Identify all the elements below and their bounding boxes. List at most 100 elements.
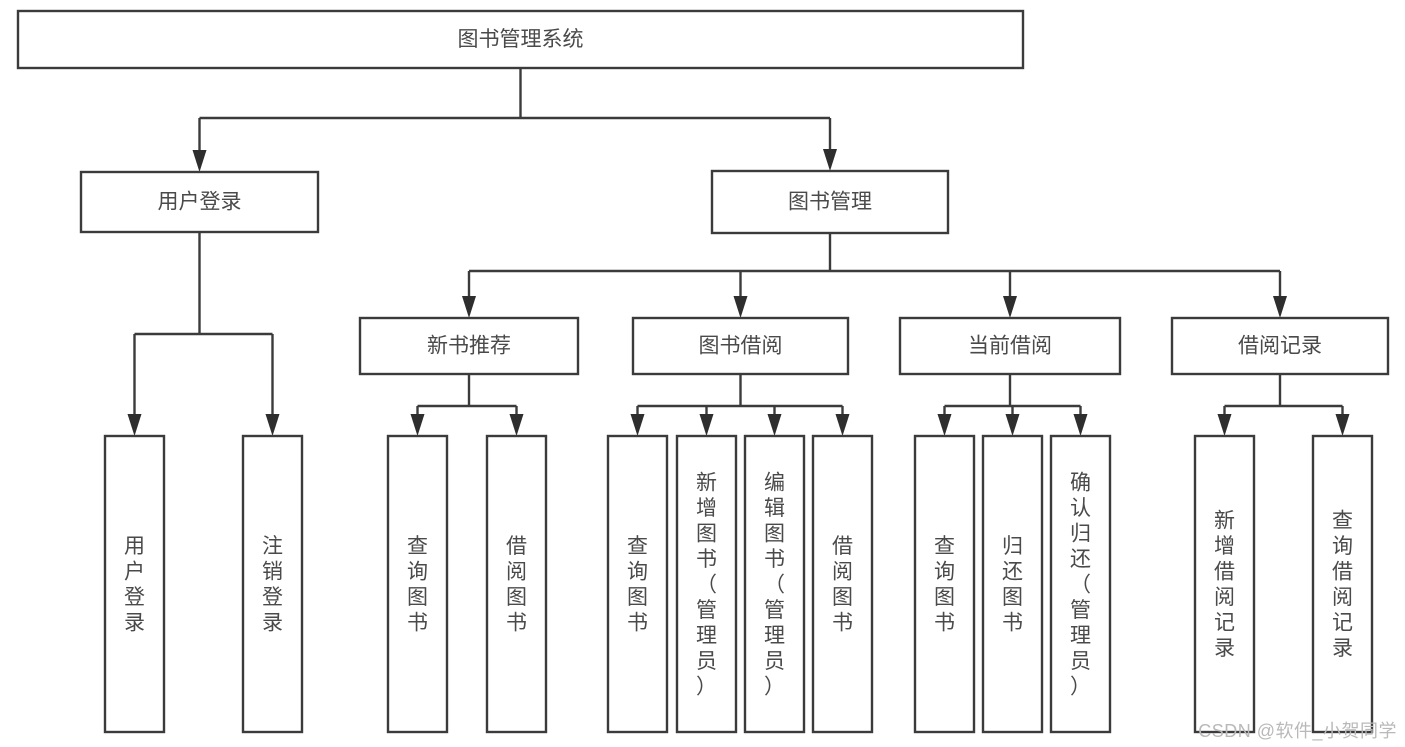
arrow-head-icon bbox=[462, 296, 476, 318]
arrow-head-icon bbox=[767, 414, 782, 436]
node-label-new-book-recommend: 新书推荐 bbox=[427, 335, 511, 358]
node-label-char: 录 bbox=[1332, 637, 1353, 660]
node-box-leaf-borrow-book-1[interactable] bbox=[485, 434, 548, 734]
node-label-char: 理 bbox=[764, 624, 785, 647]
node-box-leaf-query-book-3[interactable] bbox=[913, 434, 976, 734]
arrow-head-icon bbox=[127, 414, 142, 436]
node-label-char: 登 bbox=[262, 586, 283, 609]
node-label-root: 图书管理系统 bbox=[458, 28, 584, 51]
node-label-char: 图 bbox=[832, 586, 853, 609]
node-box-new-book-recommend[interactable] bbox=[358, 316, 580, 376]
node-box-root[interactable] bbox=[16, 9, 1025, 70]
node-box-leaf-edit-book[interactable] bbox=[743, 434, 806, 734]
node-box-leaf-query-book-1[interactable] bbox=[386, 434, 449, 734]
node-label-char: 图 bbox=[407, 586, 428, 609]
node-label-char: 归 bbox=[1002, 535, 1023, 558]
node-label-char: 图 bbox=[627, 586, 648, 609]
node-label-char: 图 bbox=[696, 522, 717, 545]
node-box-leaf-add-book[interactable] bbox=[675, 434, 738, 734]
arrow-head-icon bbox=[835, 414, 850, 436]
node-user-login[interactable]: 用户登录 bbox=[79, 170, 320, 234]
node-label-char: 增 bbox=[1214, 535, 1235, 558]
node-box-leaf-confirm-return[interactable] bbox=[1049, 434, 1112, 734]
node-box-book-manage[interactable] bbox=[710, 169, 950, 235]
node-book-manage[interactable]: 图书管理 bbox=[710, 169, 950, 235]
arrow-head-icon bbox=[823, 149, 837, 171]
node-label-char: 图 bbox=[764, 522, 785, 545]
arrow-head-icon bbox=[265, 414, 280, 436]
node-borrow-record[interactable]: 借阅记录 bbox=[1170, 316, 1390, 376]
node-label-borrow-record: 借阅记录 bbox=[1238, 335, 1322, 358]
arrow-head-icon bbox=[1073, 414, 1088, 436]
node-label-char: 管 bbox=[764, 599, 785, 622]
node-new-book-recommend[interactable]: 新书推荐 bbox=[358, 316, 580, 376]
node-box-book-borrow[interactable] bbox=[631, 316, 850, 376]
node-label-char: 阅 bbox=[1332, 586, 1353, 609]
node-label-char: 询 bbox=[1332, 535, 1353, 558]
node-label-char: 书 bbox=[934, 612, 955, 635]
node-label-char: 询 bbox=[934, 561, 955, 584]
node-label-char: 理 bbox=[696, 624, 717, 647]
node-box-leaf-query-book-2[interactable] bbox=[606, 434, 669, 734]
node-label-char: 编 bbox=[764, 471, 785, 494]
node-box-current-borrow[interactable] bbox=[898, 316, 1122, 376]
node-box-leaf-return-book[interactable] bbox=[981, 434, 1044, 734]
node-label-char: 借 bbox=[1214, 561, 1235, 584]
node-label-char: 登 bbox=[124, 586, 145, 609]
node-label-char: 询 bbox=[407, 561, 428, 584]
node-label-char: 新 bbox=[1214, 510, 1235, 533]
node-label-char: 认 bbox=[1070, 497, 1091, 520]
node-label-char: 借 bbox=[832, 535, 853, 558]
node-label-char: 确 bbox=[1070, 471, 1091, 494]
node-label-char: 增 bbox=[696, 497, 717, 520]
node-label-char: 销 bbox=[262, 561, 283, 584]
node-box-leaf-borrow-book-2[interactable] bbox=[811, 434, 874, 734]
node-label-char: 理 bbox=[1070, 624, 1091, 647]
node-label-book-manage: 图书管理 bbox=[788, 191, 872, 214]
node-label-char: 员 bbox=[696, 650, 717, 673]
arrow-head-icon bbox=[630, 414, 645, 436]
node-current-borrow[interactable]: 当前借阅 bbox=[898, 316, 1122, 376]
node-label-char: 员 bbox=[1070, 650, 1091, 673]
node-label-char: （ bbox=[696, 573, 717, 596]
node-label-char: 阅 bbox=[832, 561, 853, 584]
node-box-leaf-add-record[interactable] bbox=[1193, 434, 1256, 734]
arrow-head-icon bbox=[699, 414, 714, 436]
node-box-user-login[interactable] bbox=[79, 170, 320, 234]
node-label-char: 管 bbox=[1070, 599, 1091, 622]
node-root[interactable]: 图书管理系统 bbox=[16, 9, 1025, 70]
node-label-char: 书 bbox=[832, 612, 853, 635]
connectors-layer bbox=[127, 68, 1350, 436]
node-label-char: 记 bbox=[1332, 612, 1353, 635]
node-box-leaf-query-record[interactable] bbox=[1311, 434, 1374, 734]
node-label-char: （ bbox=[764, 573, 785, 596]
node-label-char: 借 bbox=[506, 535, 527, 558]
node-box-borrow-record[interactable] bbox=[1170, 316, 1390, 376]
node-box-leaf-user-logout[interactable] bbox=[241, 434, 304, 734]
node-box-leaf-user-login[interactable] bbox=[103, 434, 166, 734]
node-label-char: 书 bbox=[407, 612, 428, 635]
arrow-head-icon bbox=[410, 414, 425, 436]
node-label-char: 归 bbox=[1070, 522, 1091, 545]
node-label-char: 查 bbox=[407, 535, 428, 558]
node-book-borrow[interactable]: 图书借阅 bbox=[631, 316, 850, 376]
node-label-book-borrow: 图书借阅 bbox=[699, 335, 783, 358]
node-label-char: ） bbox=[696, 675, 717, 698]
node-label-char: 辑 bbox=[764, 497, 785, 520]
node-leaf-user-login[interactable]: 用户登录 bbox=[103, 434, 166, 734]
nodes-layer: 图书管理系统用户登录图书管理新书推荐图书借阅当前借阅借阅记录用户登录注销登录查询… bbox=[16, 9, 1390, 734]
node-label-char: 书 bbox=[696, 548, 717, 571]
